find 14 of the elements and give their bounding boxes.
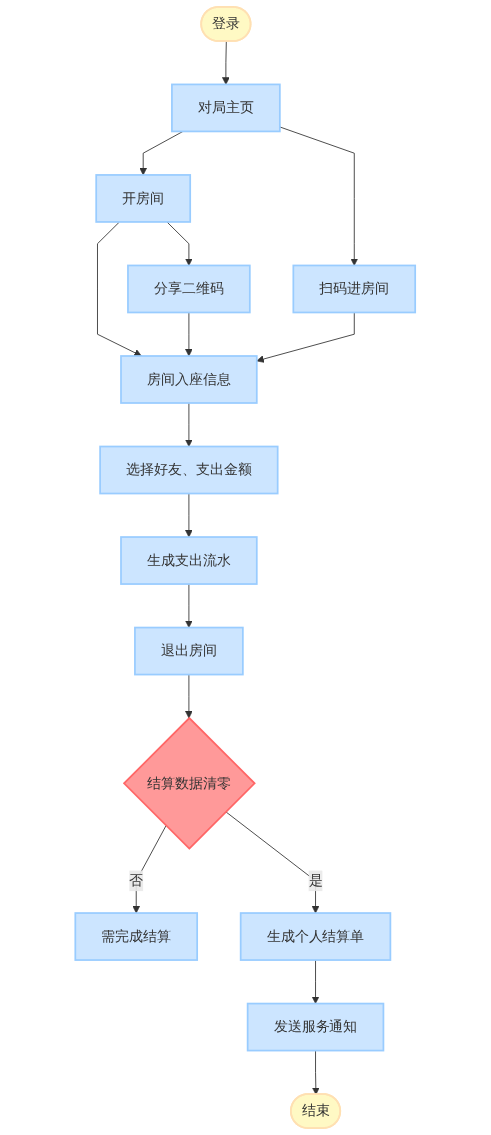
node-box: 发送服务通知 <box>247 1002 385 1052</box>
node-diamond: 结算数据清零 <box>123 716 257 850</box>
node-box: 选择好友、支出金额 <box>99 445 279 495</box>
node-box: 需完成结算 <box>74 912 199 961</box>
edge-label: 否 <box>129 872 144 889</box>
node-box: 开房间 <box>95 174 192 223</box>
node-box: 退出房间 <box>134 626 244 676</box>
edge-label: 是 <box>308 872 323 889</box>
node-box: 分享二维码 <box>127 264 251 314</box>
node-box: 生成支出流水 <box>120 536 258 585</box>
node-box: 生成个人结算单 <box>240 912 392 961</box>
node-box: 扫码进房间 <box>292 264 417 314</box>
node-box: 房间入座信息 <box>120 355 258 404</box>
node-box: 对局主页 <box>171 83 281 133</box>
